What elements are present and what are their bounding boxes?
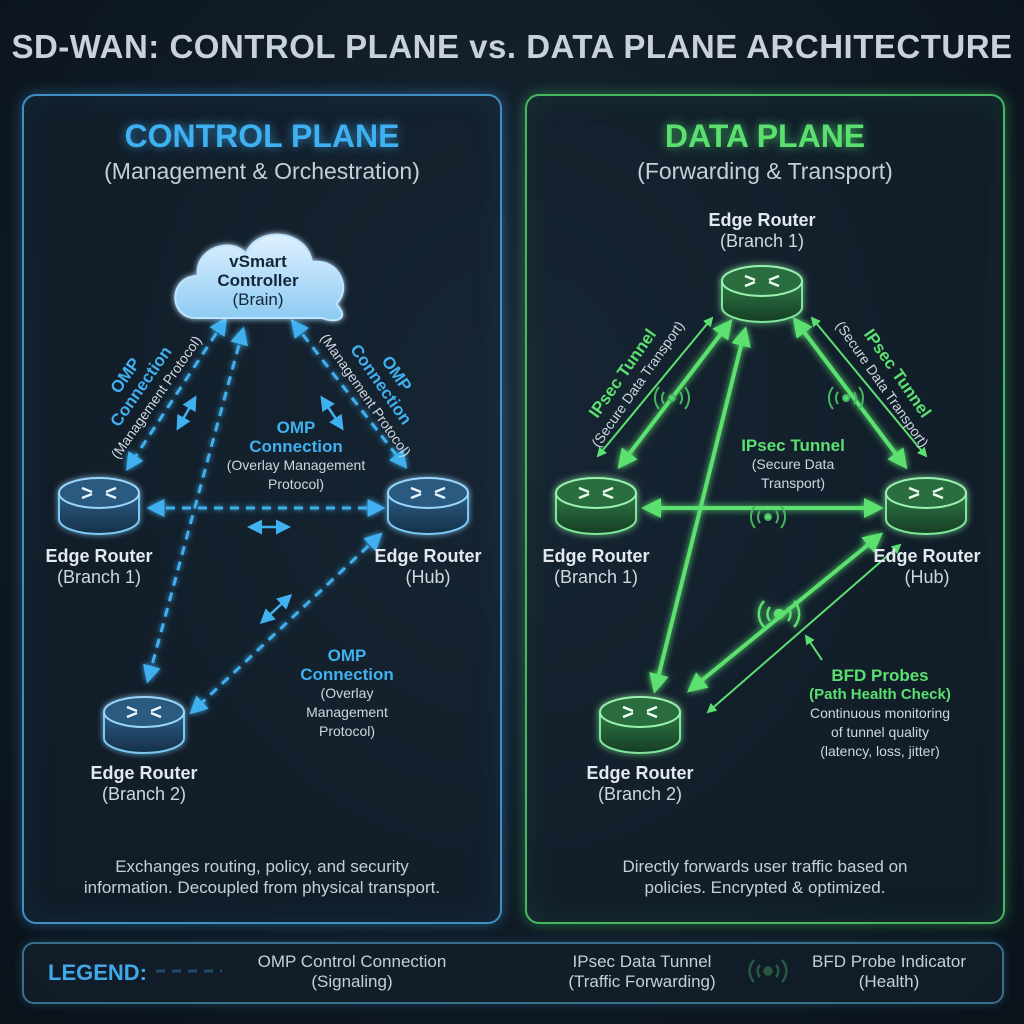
omp-lower-line-5: Protocol) [318, 723, 376, 739]
control-hub-role: (Hub) [405, 567, 451, 587]
legend-bfd-line-2: (Health) [858, 972, 920, 991]
omp-lower-line-4: Management [306, 704, 388, 720]
bfd-title: BFD Probes [831, 666, 929, 685]
vsmart-label-line-3: (Brain) [232, 290, 284, 309]
control-plane-title: CONTROL PLANE [124, 118, 400, 154]
legend-omp-line-2: (Signaling) [311, 972, 393, 991]
ipsec-side-arrow-left [596, 316, 714, 458]
control-branch1-label: Edge Router (Branch 1) [34, 546, 164, 588]
ipsec-side-arrow-right [810, 316, 928, 458]
legend-ipsec-line-1: IPsec Data Tunnel [572, 952, 712, 971]
data-router-hub-icon [885, 477, 967, 535]
data-branch2-label: Edge Router (Branch 2) [575, 763, 705, 805]
ipsec-center-line-2: (Secure Data [751, 456, 835, 472]
vsmart-controller-label: vSmart Controller (Brain) [198, 252, 318, 309]
data-hub-name: Edge Router [873, 546, 981, 566]
omp-center-line-2: Connection [249, 437, 343, 456]
control-hub-name: Edge Router [374, 546, 482, 566]
bfd-line-4: of tunnel quality [830, 724, 930, 740]
data-hub-role: (Hub) [904, 567, 950, 587]
control-desc-line-2: information. Decoupled from physical tra… [83, 878, 441, 897]
data-top-role: (Branch 1) [719, 231, 805, 251]
bfd-subtitle: (Path Health Check) [809, 686, 951, 703]
omp-lower-line-2: Connection [300, 665, 394, 684]
vsmart-label-line-2: Controller [217, 271, 299, 290]
control-router-branch2-icon [103, 696, 185, 754]
bfd-probes-label: BFD Probes (Path Health Check) Continuou… [788, 666, 972, 761]
data-branch2-name: Edge Router [586, 763, 694, 783]
control-desc-line-1: Exchanges routing, policy, and security [115, 857, 409, 876]
control-plane-description: Exchanges routing, policy, and security … [44, 856, 480, 898]
omp-flow-arrow-left [176, 395, 197, 431]
control-router-hub-icon [387, 477, 469, 535]
control-branch1-role: (Branch 1) [56, 567, 142, 587]
control-hub-label: Edge Router (Hub) [363, 546, 493, 588]
omp-center-line-1: OMP [276, 418, 316, 437]
data-router-top-icon [721, 265, 803, 323]
bfd-probe-indicator-lower [757, 600, 801, 628]
control-branch2-role: (Branch 2) [101, 784, 187, 804]
legend-ipsec-text: IPsec Data Tunnel (Traffic Forwarding) [542, 952, 742, 992]
data-plane-subtitle: (Forwarding & Transport) [637, 158, 893, 184]
data-branch1-role: (Branch 1) [553, 567, 639, 587]
ipsec-label-center: IPsec Tunnel (Secure Data Transport) [718, 436, 868, 493]
legend: LEGEND: OMP Control Connection (Signalin… [22, 942, 1004, 1004]
control-router-branch1-icon [58, 477, 140, 535]
legend-ipsec-line-2: (Traffic Forwarding) [568, 972, 716, 991]
legend-omp-text: OMP Control Connection (Signaling) [232, 952, 472, 992]
legend-omp-line-1: OMP Control Connection [257, 952, 447, 971]
control-branch2-label: Edge Router (Branch 2) [79, 763, 209, 805]
legend-title: LEGEND: [48, 960, 147, 985]
data-router-branch2-icon [599, 696, 681, 754]
legend-bfd-text: BFD Probe Indicator (Health) [794, 952, 984, 992]
bfd-line-3: Continuous monitoring [809, 705, 951, 721]
omp-label-lower: OMP Connection (Overlay Management Proto… [288, 646, 406, 741]
diagram-title: SD-WAN: CONTROL PLANE vs. DATA PLANE ARC… [11, 28, 1013, 65]
ipsec-label-left: IPsec Tunnel (Secure Data Transport) [585, 318, 687, 450]
bfd-line-5: (latency, loss, jitter) [820, 743, 940, 759]
ipsec-center-title: IPsec Tunnel [741, 436, 845, 455]
omp-center-line-4: Protocol) [267, 476, 325, 492]
data-plane-description: Directly forwards user traffic based on … [547, 856, 983, 898]
bfd-probe-indicator-left [654, 386, 690, 410]
omp-link-controller-hub [290, 319, 408, 469]
bfd-side-arrow [706, 543, 902, 714]
legend-bfd-line-1: BFD Probe Indicator [811, 952, 966, 971]
vsmart-label-line-1: vSmart [229, 252, 287, 271]
bfd-callout-pointer [804, 634, 823, 661]
bfd-probe-indicator-right [828, 386, 864, 410]
omp-flow-arrow-lower [259, 593, 293, 625]
data-desc-line-1: Directly forwards user traffic based on [622, 857, 908, 876]
omp-label-center: OMP Connection (Overlay Management Proto… [206, 418, 386, 494]
control-branch1-name: Edge Router [45, 546, 153, 566]
omp-center-line-3: (Overlay Management [226, 457, 366, 473]
omp-lower-line-1: OMP [327, 646, 367, 665]
bfd-probe-indicator-center [750, 505, 786, 529]
data-desc-line-2: policies. Encrypted & optimized. [644, 878, 886, 897]
data-hub-label: Edge Router (Hub) [862, 546, 992, 588]
data-top-name: Edge Router [708, 210, 816, 230]
omp-flow-arrow-right [320, 395, 344, 431]
omp-lower-line-3: (Overlay [320, 685, 374, 701]
data-branch2-role: (Branch 2) [597, 784, 683, 804]
ipsec-center-line-3: Transport) [760, 475, 826, 491]
data-branch1-label: Edge Router (Branch 1) [531, 546, 661, 588]
control-plane-subtitle: (Management & Orchestration) [104, 158, 420, 184]
data-top-label: Edge Router (Branch 1) [697, 210, 827, 252]
data-branch1-name: Edge Router [542, 546, 650, 566]
data-router-branch1-icon [555, 477, 637, 535]
ipsec-label-right: IPsec Tunnel (Secure Data Transport) [833, 318, 935, 450]
vsmart-controller-cloud-icon [174, 233, 345, 322]
data-plane-title: DATA PLANE [664, 118, 866, 154]
control-branch2-name: Edge Router [90, 763, 198, 783]
